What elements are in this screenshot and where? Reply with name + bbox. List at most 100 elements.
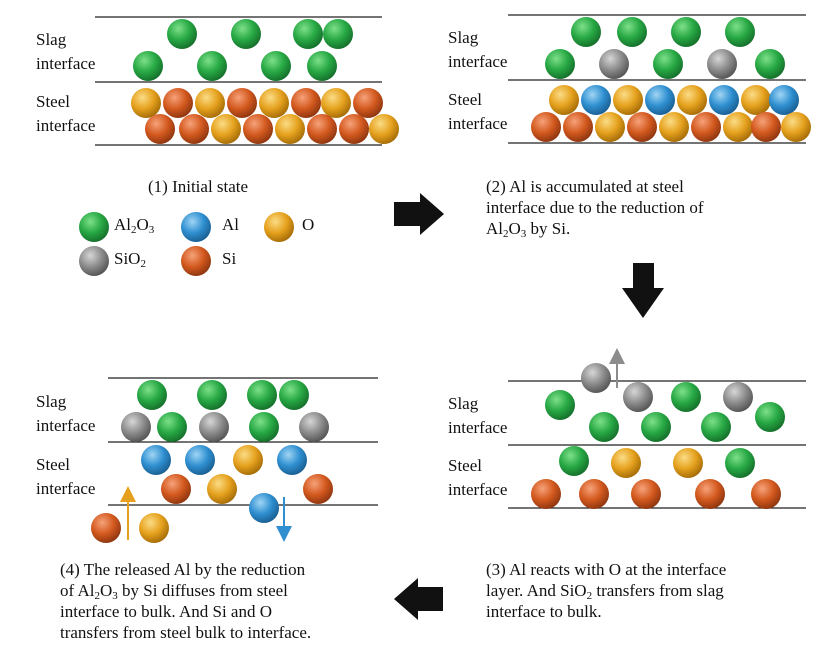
al2o3-particle bbox=[307, 51, 337, 81]
o-particle bbox=[613, 85, 643, 115]
legend-al-swatch bbox=[181, 212, 211, 242]
caption-line: Al2O3 by Si. bbox=[486, 219, 571, 240]
al2o3-particle bbox=[571, 17, 601, 47]
al2o3-particle bbox=[641, 412, 671, 442]
slag-label-line1: Slag bbox=[36, 30, 67, 49]
al2o3-particle bbox=[133, 51, 163, 81]
al-particle bbox=[581, 85, 611, 115]
flow-arrows bbox=[394, 193, 664, 620]
legend-sio2-swatch bbox=[79, 246, 109, 276]
si-particle bbox=[751, 479, 781, 509]
si-particle bbox=[163, 88, 193, 118]
panel-2-caption: (2) Al is accumulated at steel interface… bbox=[486, 176, 704, 240]
si-particle bbox=[563, 112, 593, 142]
slag-label-line2: interface bbox=[448, 418, 508, 437]
panel-4-layers bbox=[108, 377, 378, 506]
legend-o-label: O bbox=[302, 215, 315, 234]
si-particle bbox=[353, 88, 383, 118]
si-particle bbox=[531, 112, 561, 142]
legend-sio2-label: SiO2 bbox=[114, 249, 146, 270]
al-particle bbox=[249, 493, 279, 523]
si-particle bbox=[179, 114, 209, 144]
slag-label-line1: Slag bbox=[36, 392, 67, 411]
al2o3-particle bbox=[231, 19, 261, 49]
caption-line: of Al2O3 by Si diffuses from steel bbox=[60, 581, 288, 602]
arrow-right-icon bbox=[394, 193, 444, 235]
o-particle bbox=[677, 85, 707, 115]
panel-3-caption: (3) Al reacts with O at the interface la… bbox=[486, 559, 726, 622]
o-particle bbox=[611, 448, 641, 478]
caption-line: layer. And SiO2 transfers from slag bbox=[486, 581, 724, 602]
sio2-particle bbox=[299, 412, 329, 442]
slag-label-line1: Slag bbox=[448, 394, 479, 413]
o-particle bbox=[139, 513, 169, 543]
sio2-particle bbox=[599, 49, 629, 79]
legend-si-label: Si bbox=[222, 249, 237, 268]
panel-4-steel-label: Steel interface bbox=[36, 453, 95, 501]
o-particle bbox=[673, 448, 703, 478]
si-particle bbox=[531, 479, 561, 509]
o-particle bbox=[259, 88, 289, 118]
al2o3-particle bbox=[725, 17, 755, 47]
legend-al2o3-swatch bbox=[79, 212, 109, 242]
panel-1-slag-label: Slag interface bbox=[36, 28, 95, 76]
sio2-particle bbox=[707, 49, 737, 79]
al2o3-particle bbox=[279, 380, 309, 410]
al2o3-particle bbox=[559, 446, 589, 476]
si-particle bbox=[631, 479, 661, 509]
caption-line: interface to bulk. bbox=[486, 602, 602, 621]
al2o3-particle bbox=[671, 382, 701, 412]
sio2-particle bbox=[623, 382, 653, 412]
panel-2-steel-label: Steel interface bbox=[448, 88, 507, 136]
steel-label-line2: interface bbox=[448, 114, 508, 133]
al2o3-particle bbox=[755, 402, 785, 432]
si-particle bbox=[145, 114, 175, 144]
caption-line: (4) The released Al by the reduction bbox=[60, 560, 306, 579]
al-particle bbox=[277, 445, 307, 475]
al2o3-particle bbox=[197, 51, 227, 81]
al2o3-particle bbox=[137, 380, 167, 410]
o-particle bbox=[369, 114, 399, 144]
legend-o-swatch bbox=[264, 212, 294, 242]
al2o3-particle bbox=[247, 380, 277, 410]
sio2-particle bbox=[723, 382, 753, 412]
o-particle bbox=[211, 114, 241, 144]
steel-label-line1: Steel bbox=[36, 455, 70, 474]
slag-label-line2: interface bbox=[448, 52, 508, 71]
si-particle bbox=[307, 114, 337, 144]
al2o3-particle bbox=[617, 17, 647, 47]
o-particle bbox=[659, 112, 689, 142]
al-particle bbox=[141, 445, 171, 475]
panel-3-layers bbox=[508, 380, 806, 509]
o-particle bbox=[275, 114, 305, 144]
legend-al2o3-label: Al2O3 bbox=[114, 215, 155, 236]
al2o3-particle bbox=[653, 49, 683, 79]
caption-line: (2) Al is accumulated at steel bbox=[486, 177, 684, 196]
al-particle bbox=[709, 85, 739, 115]
panel-3-slag-label: Slag interface bbox=[448, 392, 507, 440]
al2o3-particle bbox=[725, 448, 755, 478]
al2o3-particle bbox=[261, 51, 291, 81]
si-particle bbox=[691, 112, 721, 142]
slag-label-line2: interface bbox=[36, 416, 96, 435]
si-particle bbox=[695, 479, 725, 509]
o-particle bbox=[723, 112, 753, 142]
caption-line: interface due to the reduction of bbox=[486, 198, 704, 217]
si-particle bbox=[161, 474, 191, 504]
arrow-down-icon bbox=[622, 263, 664, 318]
al2o3-particle bbox=[589, 412, 619, 442]
steel-label-line2: interface bbox=[36, 479, 96, 498]
panel-4-caption: (4) The released Al by the reduction of … bbox=[60, 559, 311, 643]
si-particle bbox=[751, 112, 781, 142]
panel-2-layers bbox=[508, 14, 806, 144]
legend-al-label: Al bbox=[222, 215, 239, 234]
o-particle bbox=[233, 445, 263, 475]
o-particle bbox=[781, 112, 811, 142]
panel-1-steel-label: Steel interface bbox=[36, 90, 95, 138]
slag-label-line2: interface bbox=[36, 54, 96, 73]
al2o3-particle bbox=[545, 390, 575, 420]
panel-1-layers bbox=[95, 16, 382, 146]
o-particle bbox=[595, 112, 625, 142]
steel-label-line1: Steel bbox=[36, 92, 70, 111]
